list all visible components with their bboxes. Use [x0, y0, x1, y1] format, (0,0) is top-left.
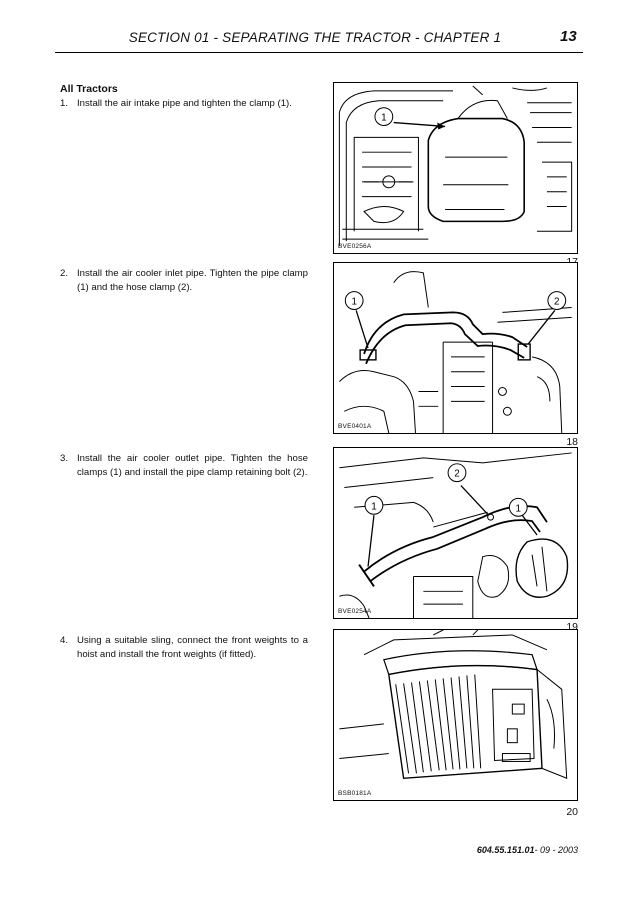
- figure-number: 18: [566, 436, 578, 448]
- figure-code: BVE0401A: [338, 423, 372, 430]
- figure-18: 1 2 BVE0401A: [333, 262, 578, 434]
- step-number: 3.: [60, 453, 69, 464]
- doc-date: - 09 - 2003: [534, 845, 578, 855]
- callout-label: 1: [351, 297, 357, 308]
- step-number: 1.: [60, 98, 69, 109]
- figure-19: 2 1 1 BVE0254A: [333, 447, 578, 619]
- step-number: 4.: [60, 635, 69, 646]
- step-3: 3. Install the air cooler outlet pipe. T…: [60, 452, 308, 479]
- section-heading: All Tractors: [60, 83, 118, 95]
- figure-code: BVE0254A: [338, 608, 372, 615]
- air-cooler-inlet-pipe-illustration: 1 2: [339, 271, 572, 433]
- callout-circle: [508, 497, 528, 517]
- figure-code: BSB0181A: [338, 790, 372, 797]
- step-2: 2. Install the air cooler inlet pipe. Ti…: [60, 267, 308, 294]
- callout-circle: [374, 107, 394, 126]
- section-title: SECTION 01 - SEPARATING THE TRACTOR - CH…: [128, 30, 502, 45]
- engine-air-intake-illustration: 1: [338, 85, 573, 247]
- callout-label: 1: [516, 503, 522, 514]
- step-1: 1. Install the air intake pipe and tight…: [60, 97, 308, 111]
- callout-label: 2: [554, 297, 560, 308]
- callout-circle: [364, 495, 384, 515]
- callout-circle: [547, 291, 567, 310]
- step-text: Install the air cooler outlet pipe. Tigh…: [77, 453, 308, 478]
- page-number: 13: [560, 28, 577, 45]
- callout-circle: [344, 291, 364, 310]
- callout-label: 1: [371, 501, 377, 512]
- front-weights-illustration: [339, 630, 568, 780]
- figure-17: 1 BVE0256A: [333, 82, 578, 254]
- callout-circle: [447, 463, 467, 483]
- step-text: Install the air intake pipe and tighten …: [77, 98, 292, 109]
- figure-number: 19: [566, 621, 578, 633]
- step-4: 4. Using a suitable sling, connect the f…: [60, 634, 308, 661]
- figure-number: 20: [566, 806, 578, 818]
- callout-label: 1: [381, 113, 387, 124]
- step-number: 2.: [60, 268, 69, 279]
- header-divider: [55, 52, 583, 53]
- document-footer: 604.55.151.01- 09 - 2003: [477, 845, 578, 855]
- step-text: Install the air cooler inlet pipe. Tight…: [77, 268, 308, 293]
- figure-code: BVE0256A: [338, 243, 372, 250]
- doc-number: 604.55.151.01: [476, 845, 535, 855]
- figure-20: BSB0181A: [333, 629, 578, 801]
- air-cooler-outlet-pipe-illustration: 2 1 1: [339, 452, 572, 618]
- callout-label: 2: [454, 469, 460, 480]
- step-text: Using a suitable sling, connect the fron…: [77, 635, 308, 660]
